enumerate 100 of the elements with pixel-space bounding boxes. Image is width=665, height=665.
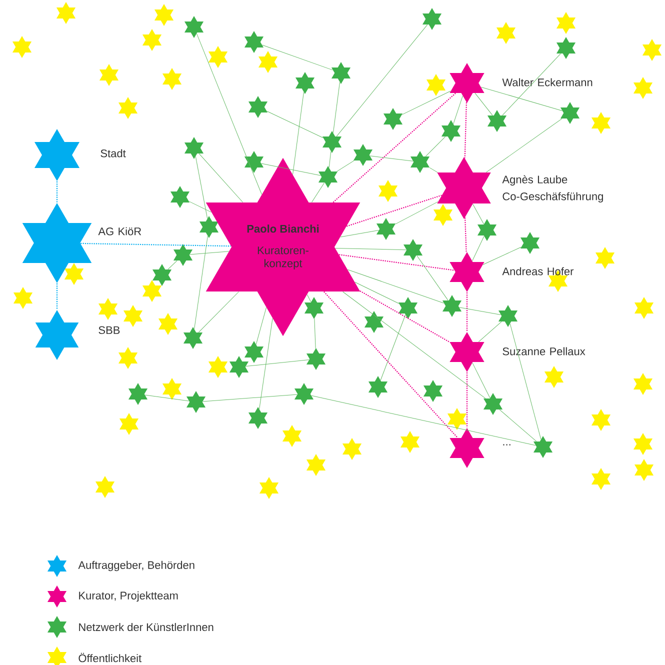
- star: [398, 297, 418, 319]
- star: [633, 433, 653, 455]
- connector-line: [328, 151, 332, 168]
- star: [306, 454, 326, 476]
- connector-line: [311, 395, 536, 446]
- connector-line: [474, 92, 493, 116]
- connector-line: [336, 160, 354, 172]
- connector-line: [472, 362, 490, 398]
- star: [244, 151, 264, 173]
- star: [244, 31, 264, 53]
- star-label: AG KiöR: [98, 227, 142, 236]
- connector-line: [335, 248, 407, 250]
- connector-line: [190, 251, 230, 255]
- star: [162, 68, 182, 90]
- connector-line: [292, 92, 304, 175]
- star: [441, 120, 461, 142]
- star: [633, 373, 653, 395]
- star: [520, 232, 540, 254]
- star: [410, 151, 430, 173]
- connector-line: [347, 269, 444, 304]
- connector-line: [261, 163, 321, 176]
- star: [184, 137, 204, 159]
- connector-line: [195, 156, 208, 219]
- connector-line: [466, 292, 468, 332]
- star: [158, 313, 178, 335]
- star: [186, 391, 206, 413]
- star: [229, 356, 249, 378]
- star: [199, 216, 219, 238]
- star: [142, 29, 162, 51]
- star: [95, 476, 115, 498]
- star: [447, 408, 467, 430]
- star: [183, 327, 203, 349]
- star: [244, 341, 264, 363]
- connector-line: [472, 204, 484, 224]
- connector-line: [453, 96, 463, 124]
- connector-line: [188, 201, 212, 212]
- star: [591, 112, 611, 134]
- connector-line: [478, 321, 502, 342]
- connector-line: [402, 90, 451, 115]
- connector-line: [486, 118, 562, 173]
- star: [378, 180, 398, 202]
- star: [282, 425, 302, 447]
- star: [556, 37, 576, 59]
- star: [498, 305, 518, 327]
- star: [487, 110, 507, 132]
- connector-line: [360, 290, 450, 342]
- star: [544, 366, 564, 388]
- connector-line: [340, 230, 379, 238]
- connector-line: [256, 307, 267, 345]
- star: [496, 22, 516, 44]
- star: [433, 204, 453, 226]
- connector-line: [144, 394, 190, 402]
- connector-line: [482, 246, 522, 265]
- star: [248, 407, 268, 429]
- connector-line: [370, 156, 414, 162]
- star: [403, 239, 423, 261]
- star: [154, 4, 174, 26]
- star: [322, 131, 342, 153]
- star: [442, 295, 462, 317]
- connector-line: [336, 24, 428, 137]
- star: [423, 380, 443, 402]
- star: [306, 348, 326, 370]
- connector-line: [480, 86, 562, 111]
- connector-line: [259, 318, 273, 410]
- connector-line: [499, 409, 537, 442]
- star: [331, 62, 351, 84]
- connector-line: [196, 33, 262, 195]
- star: [591, 468, 611, 490]
- star: [119, 413, 139, 435]
- star: [184, 16, 204, 38]
- star: [142, 280, 162, 302]
- connector-line: [306, 294, 312, 302]
- star: [98, 298, 118, 320]
- star: [295, 72, 315, 94]
- star: [99, 64, 119, 86]
- star: [259, 477, 279, 499]
- connector-line: [80, 242, 231, 247]
- connector-line: [198, 292, 239, 333]
- connector-line: [339, 254, 454, 271]
- star-label: Agnès Laube: [502, 175, 568, 186]
- star: [422, 8, 442, 30]
- connector-line: [198, 153, 244, 202]
- star: Paolo Bianchi Kuratoren-konzept: [206, 158, 360, 336]
- star: [633, 77, 653, 99]
- connector-line: [429, 167, 438, 173]
- legend-label: Kurator, Projektteam: [79, 591, 178, 602]
- star: [170, 186, 190, 208]
- connector-line: [342, 292, 486, 399]
- star: [13, 287, 33, 309]
- star: [533, 436, 553, 458]
- star-label: Co-Geschäfsführung: [502, 192, 603, 202]
- connector-line: [459, 307, 501, 315]
- connector-line: [332, 92, 456, 203]
- legend-label: Öffentlichkeit: [78, 652, 142, 662]
- connector-line: [202, 394, 298, 402]
- connector-line: [354, 282, 400, 304]
- star: [294, 383, 314, 405]
- star: [118, 347, 138, 369]
- star: [12, 36, 32, 58]
- legend-label: Auftraggeber, Behörden: [78, 560, 194, 572]
